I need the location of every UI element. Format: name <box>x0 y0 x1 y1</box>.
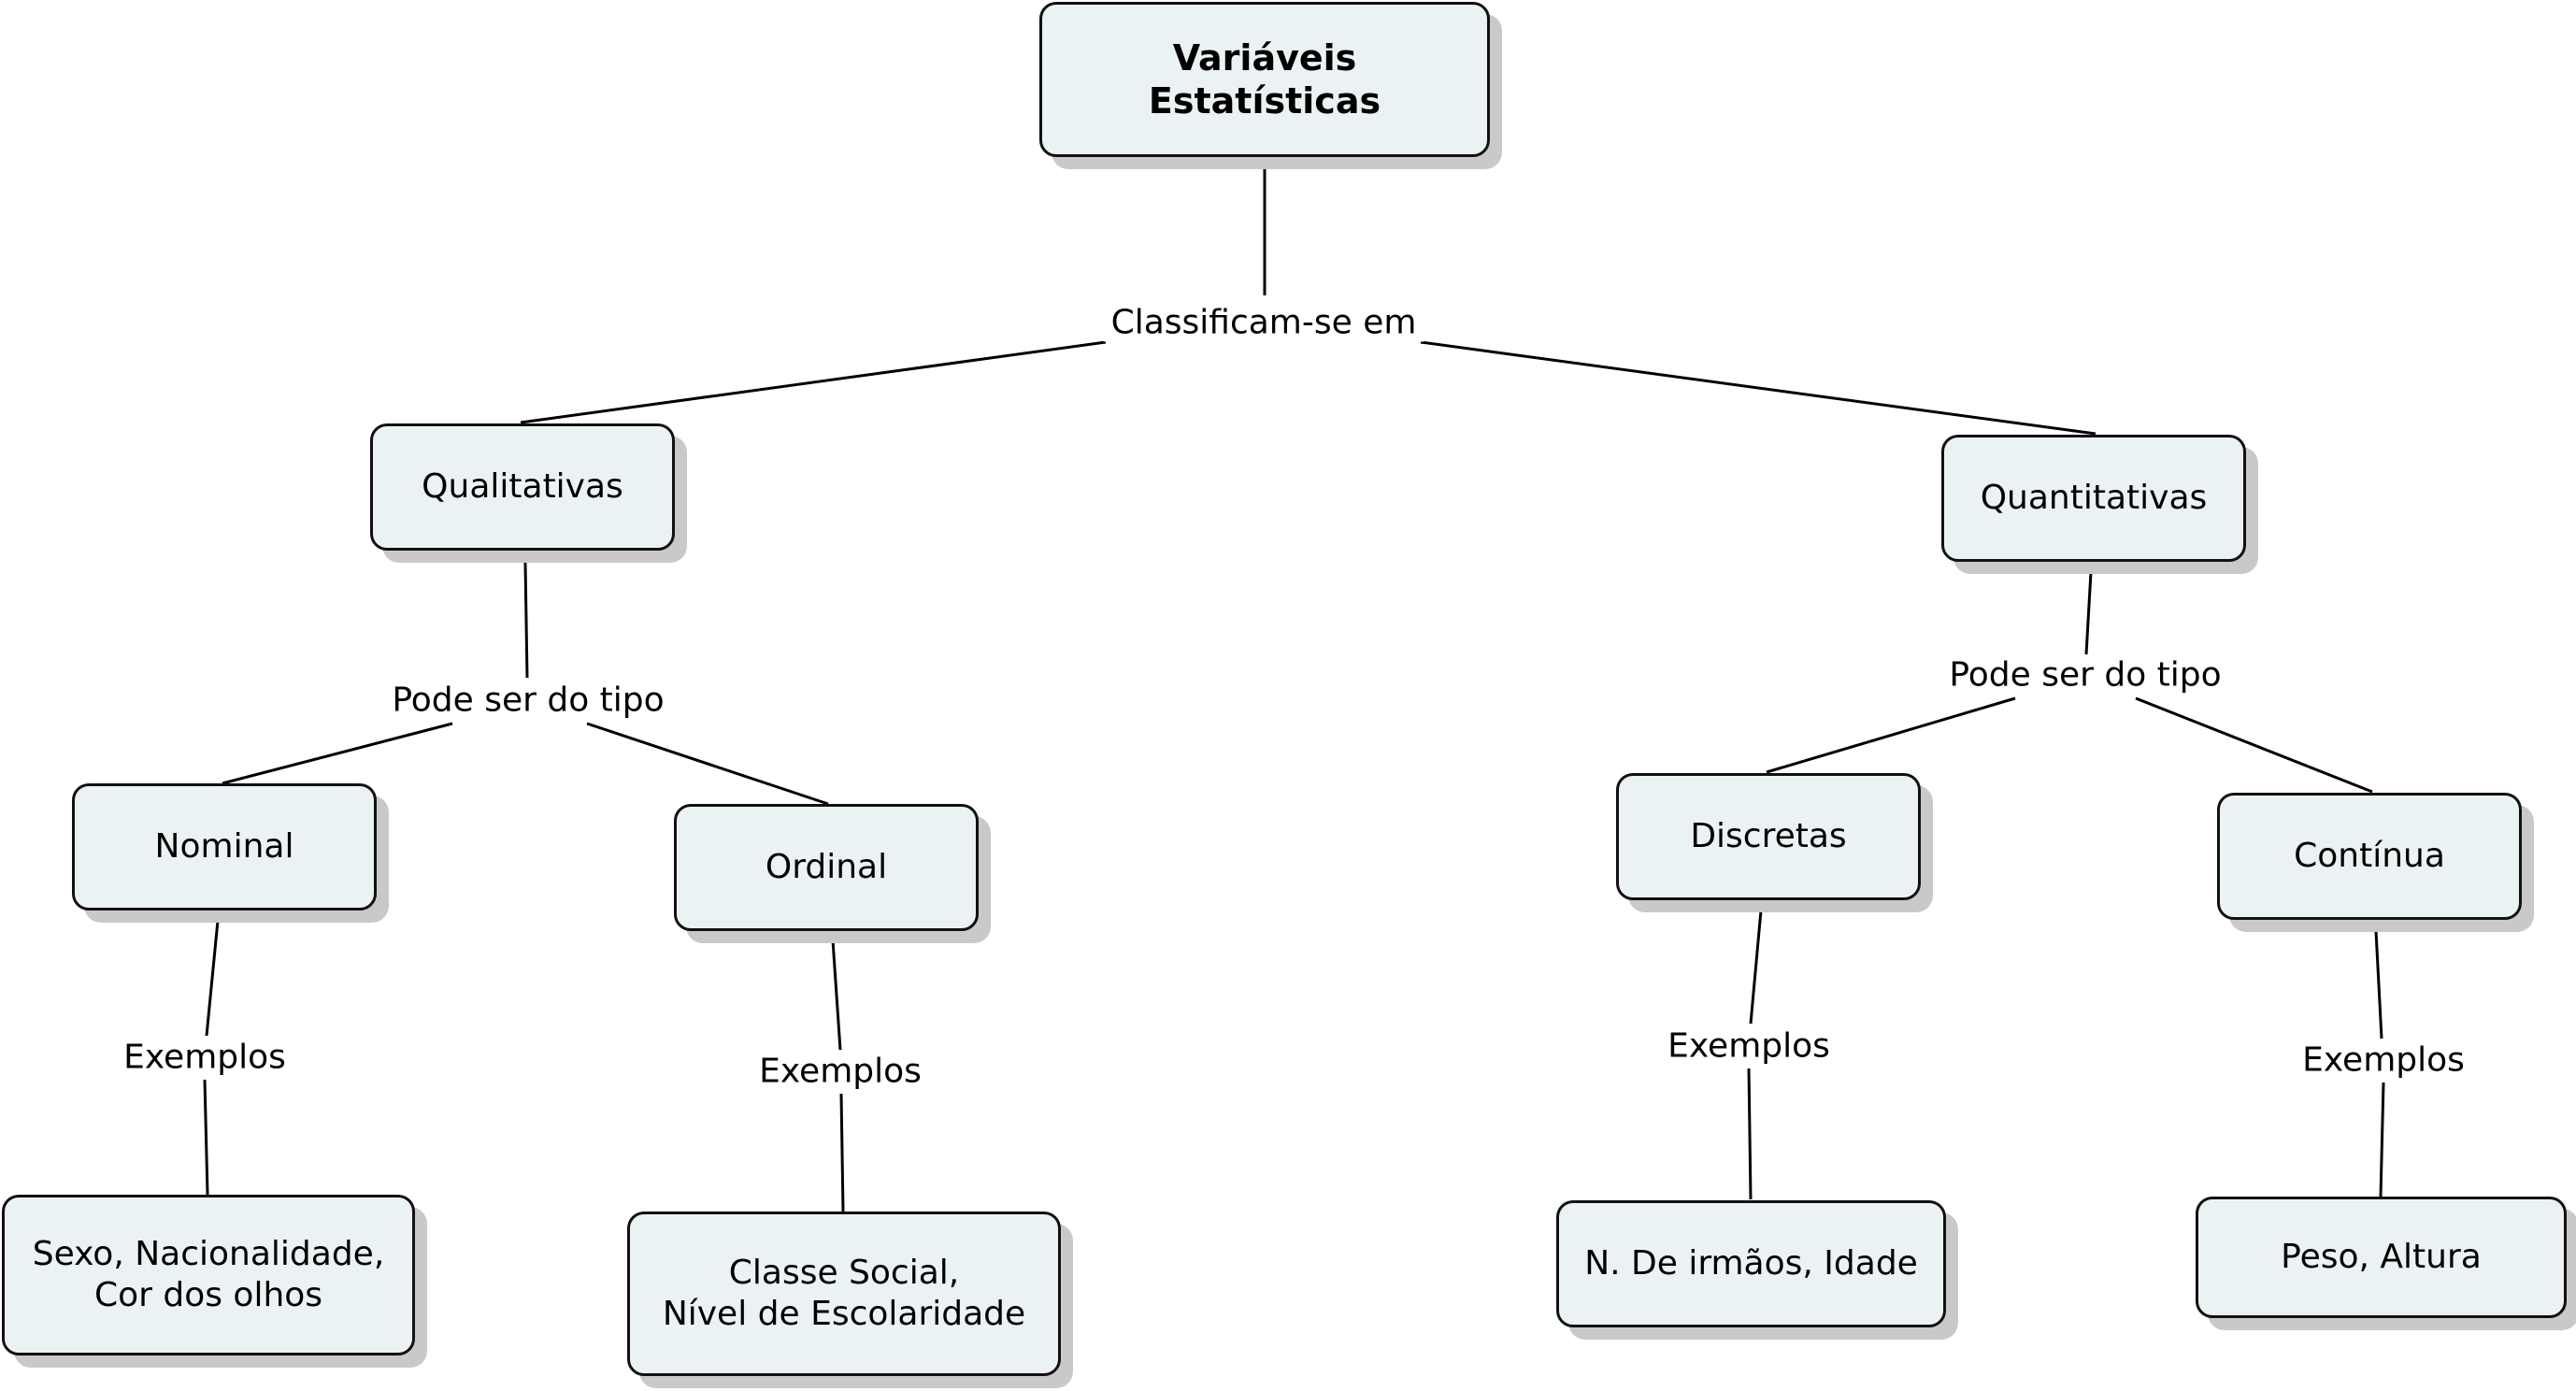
connector-qualitativas-to-link <box>523 562 529 679</box>
connector-link-to-discretas <box>1766 696 2016 774</box>
connector-discretas-to-link <box>1749 910 1763 1025</box>
node-quantitativas: Quantitativas <box>1941 435 2246 562</box>
connector-link-to-quantitativas <box>1420 340 2097 436</box>
link-label-nominal-exemplos: Exemplos <box>116 1038 293 1077</box>
connector-quantitativas-to-link <box>2084 571 2093 655</box>
node-continua: Contínua <box>2217 793 2522 920</box>
node-ordinal: Ordinal <box>674 804 979 931</box>
connector-link-to-ordinal-examples <box>839 1093 845 1212</box>
root-node-variaveis-estatisticas: Variáveis Estatísticas <box>1039 2 1490 157</box>
link-label-classificam-se-em: Classificam-se em <box>1103 303 1424 342</box>
node-nominal: Nominal <box>72 783 377 911</box>
connector-link-to-continua <box>2135 696 2373 794</box>
link-label-ordinal-exemplos: Exemplos <box>751 1052 929 1091</box>
connector-ordinal-to-link <box>831 939 842 1051</box>
connector-link-to-continua-examples <box>2379 1082 2385 1197</box>
node-discretas-examples: N. De irmãos, Idade <box>1556 1200 1946 1327</box>
link-label-continua-exemplos: Exemplos <box>2295 1040 2472 1080</box>
link-label-quantitativas-pode-ser-do-tipo: Pode ser do tipo <box>1941 655 2229 695</box>
connector-link-to-qualitativas <box>520 340 1107 424</box>
connector-link-to-discretas-examples <box>1747 1068 1753 1200</box>
node-qualitativas: Qualitativas <box>370 423 675 551</box>
node-discretas: Discretas <box>1616 773 1921 900</box>
link-label-discretas-exemplos: Exemplos <box>1660 1026 1838 1066</box>
node-nominal-examples: Sexo, Nacionalidade, Cor dos olhos <box>2 1195 415 1355</box>
connector-link-to-ordinal <box>586 722 829 806</box>
connector-nominal-to-link <box>205 920 220 1037</box>
connector-link-to-nominal <box>222 722 453 785</box>
connector-continua-to-link <box>2374 930 2383 1040</box>
node-ordinal-examples: Classe Social, Nível de Escolaridade <box>627 1212 1061 1376</box>
connector-link-to-nominal-examples <box>203 1079 209 1196</box>
link-label-qualitativas-pode-ser-do-tipo: Pode ser do tipo <box>384 681 672 720</box>
node-continua-examples: Peso, Altura <box>2196 1197 2567 1318</box>
